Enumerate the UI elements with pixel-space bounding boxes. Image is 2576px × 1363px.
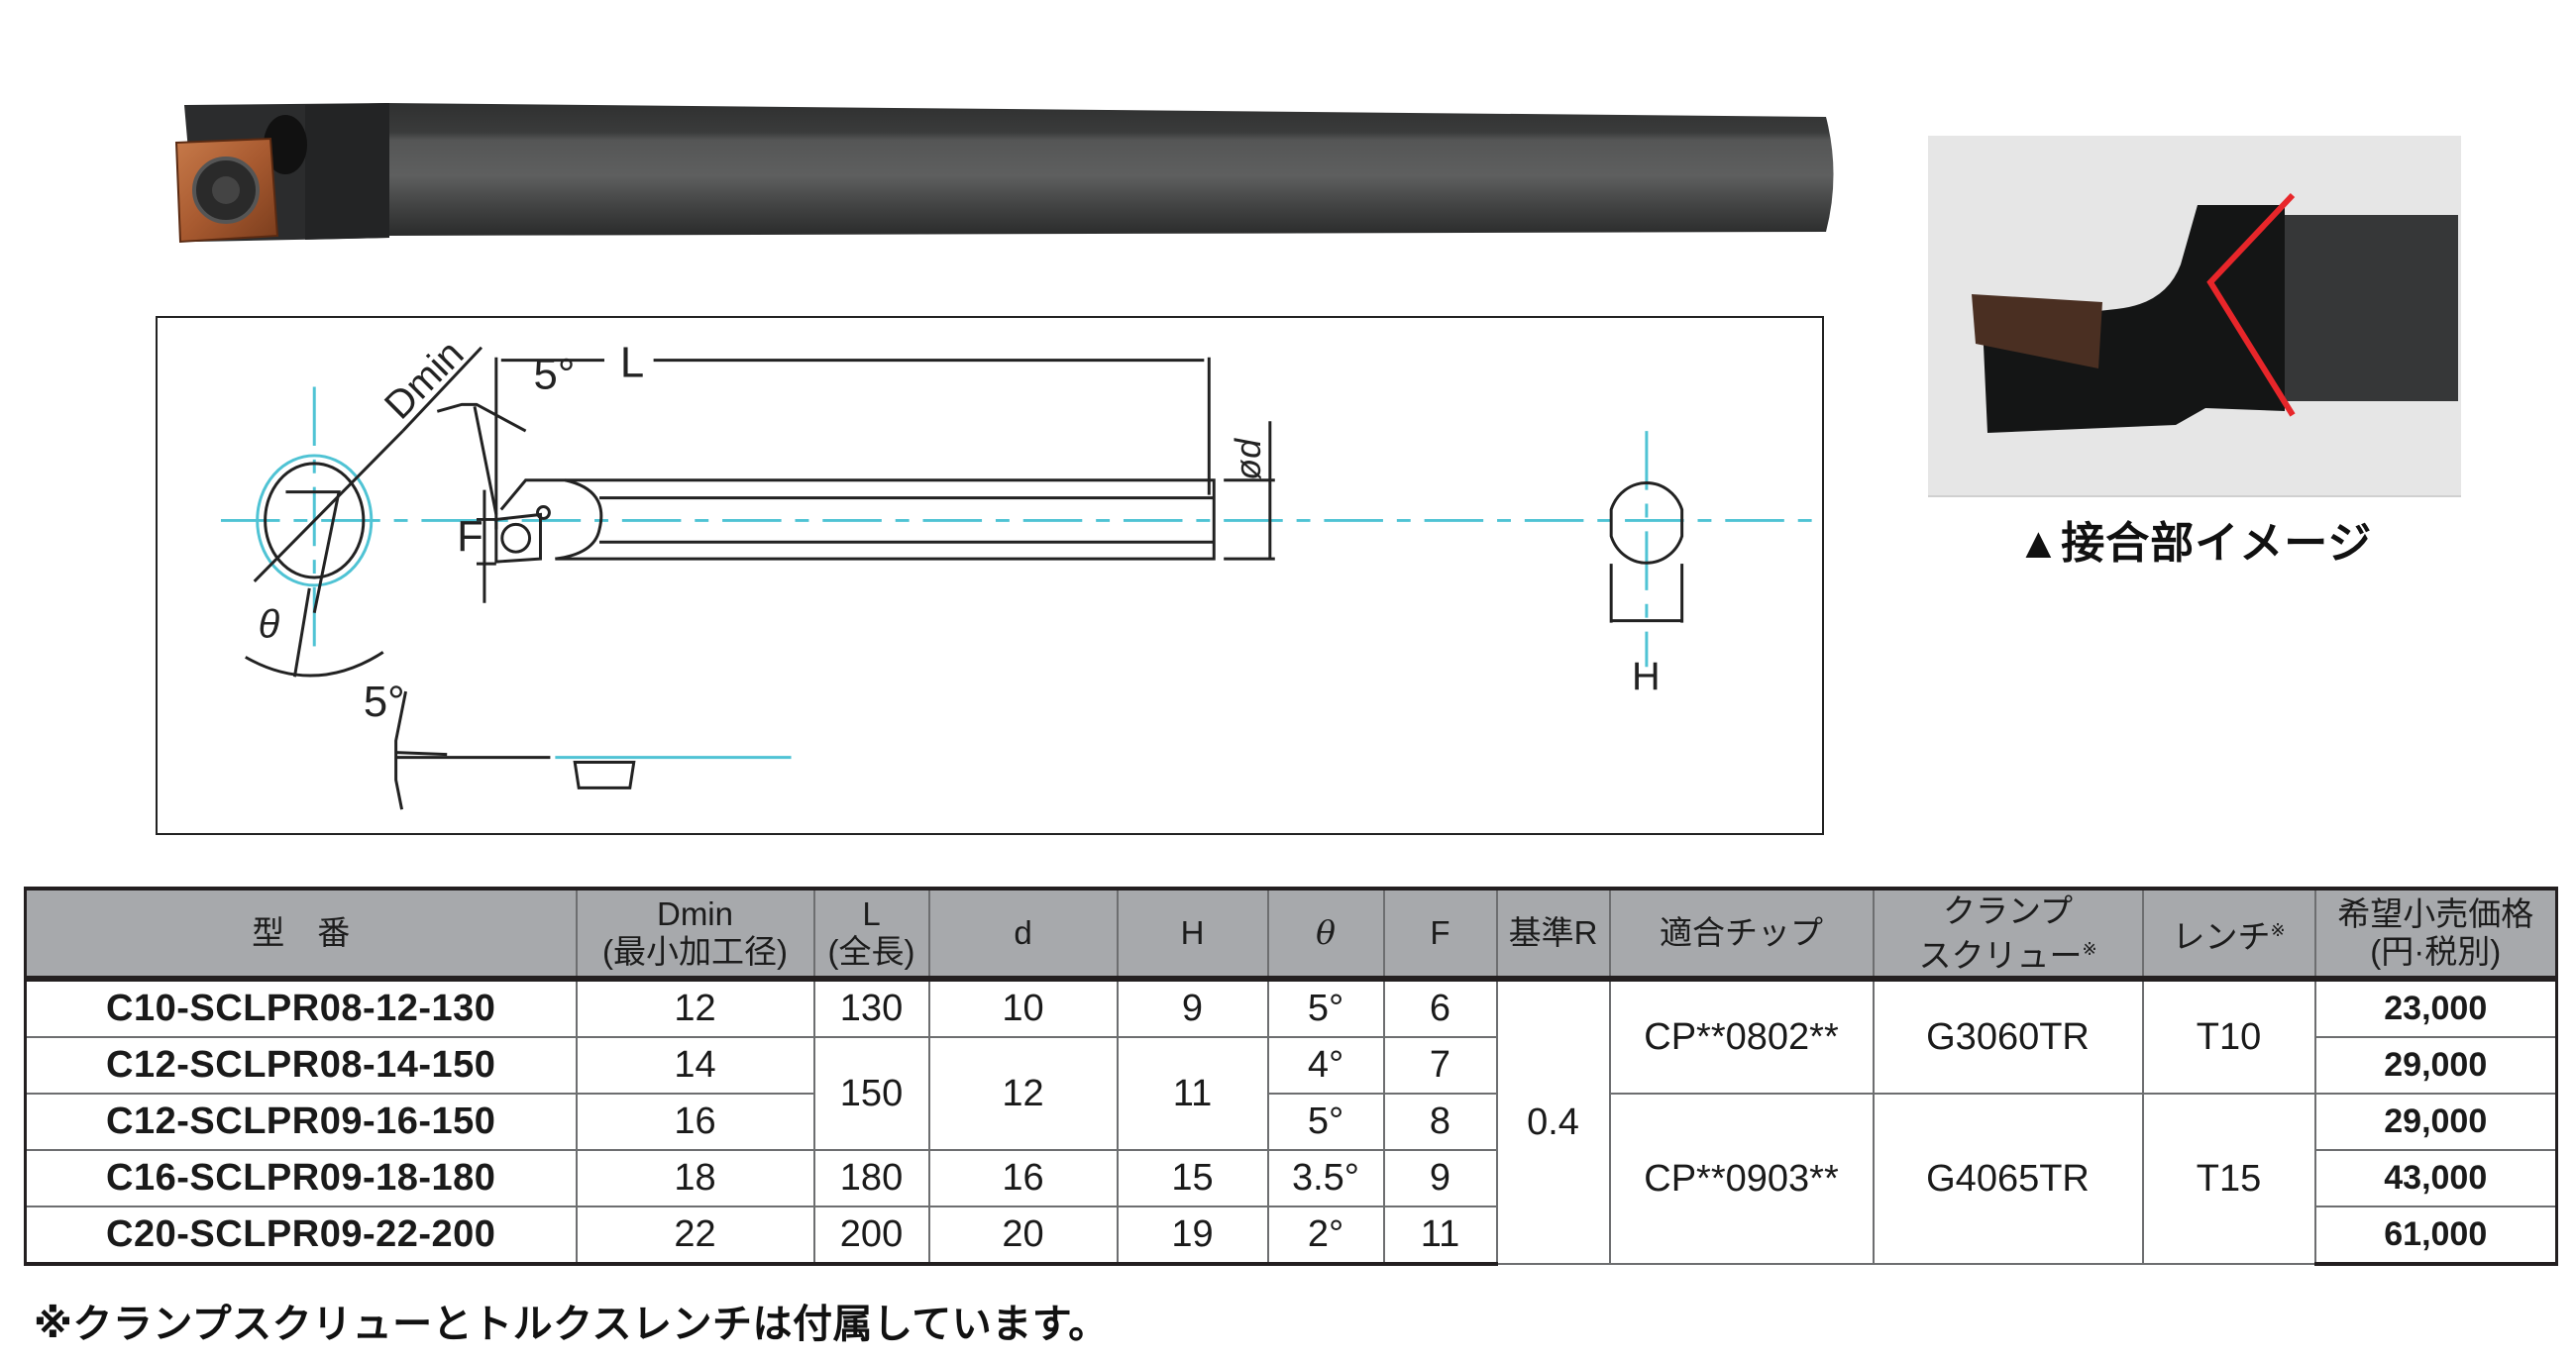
cell-tip: CP**0802** bbox=[1608, 978, 1875, 1095]
cell-price: 43,000 bbox=[2313, 1149, 2558, 1207]
cell-model: C10-SCLPR08-12-130 bbox=[24, 978, 578, 1038]
dim-label-angle-top: 5° bbox=[534, 350, 576, 398]
cell-dmin: 18 bbox=[575, 1149, 815, 1207]
cell-d: 12 bbox=[927, 1036, 1119, 1151]
cell-theta: 5° bbox=[1266, 978, 1385, 1038]
table-header-row: 型 番 Dmin (最小加工径) L (全長) d H θ F 基準R 適合チッ… bbox=[24, 888, 2558, 982]
table-row: C12-SCLPR09-16-150 16 5° 8 CP**0903** G4… bbox=[24, 1093, 2558, 1265]
cell-f: 8 bbox=[1382, 1093, 1498, 1151]
cell-f: 11 bbox=[1382, 1206, 1498, 1266]
header-h: H bbox=[1116, 888, 1269, 982]
cell-d: 10 bbox=[927, 978, 1119, 1038]
table-row: C12-SCLPR08-14-150 14 150 12 11 4° 7 29,… bbox=[24, 1036, 2558, 1151]
spec-table: 型 番 Dmin (最小加工径) L (全長) d H θ F 基準R 適合チッ… bbox=[24, 887, 2558, 1266]
cell-model: C12-SCLPR08-14-150 bbox=[24, 1036, 578, 1095]
cell-dmin: 16 bbox=[575, 1093, 815, 1151]
cell-length: 180 bbox=[812, 1149, 930, 1207]
cell-length: 200 bbox=[812, 1206, 930, 1266]
cell-dmin: 12 bbox=[575, 978, 815, 1038]
cell-theta: 5° bbox=[1266, 1093, 1385, 1151]
cell-price: 29,000 bbox=[2313, 1093, 2558, 1151]
cell-wrench: T10 bbox=[2141, 978, 2316, 1095]
joint-photo bbox=[1928, 136, 2461, 497]
cell-theta: 4° bbox=[1266, 1036, 1385, 1095]
boring-bar-photo bbox=[166, 95, 1841, 244]
dimension-drawing: L 5° 5° F H θ Dmin ød bbox=[156, 316, 1824, 835]
dim-label-F: F bbox=[457, 512, 483, 561]
joint-caption: ▲接合部イメージ bbox=[2016, 519, 2373, 568]
cell-clamp-screw: G3060TR bbox=[1872, 978, 2144, 1095]
cell-dmin: 22 bbox=[575, 1206, 815, 1266]
dim-label-phi-d: ød bbox=[1229, 438, 1268, 480]
dim-label-L: L bbox=[620, 339, 644, 387]
cell-length: 130 bbox=[812, 978, 930, 1038]
header-model: 型 番 bbox=[24, 888, 578, 982]
header-wrench: レンチ※ bbox=[2141, 888, 2316, 982]
cell-tip: CP**0903** bbox=[1608, 1093, 1875, 1265]
cell-h: 9 bbox=[1116, 978, 1269, 1038]
header-theta: θ bbox=[1266, 888, 1385, 982]
header-f: F bbox=[1382, 888, 1498, 982]
cell-model: C20-SCLPR09-22-200 bbox=[24, 1206, 578, 1266]
header-dmin: Dmin (最小加工径) bbox=[575, 888, 815, 982]
header-base-r: 基準R bbox=[1495, 888, 1611, 982]
dim-label-angle-bottom: 5° bbox=[364, 678, 405, 726]
dim-label-H: H bbox=[1632, 655, 1661, 698]
dim-label-dmin: Dmin bbox=[376, 332, 473, 428]
cell-h: 11 bbox=[1116, 1036, 1269, 1151]
header-tip: 適合チップ bbox=[1608, 888, 1875, 982]
cell-model: C12-SCLPR09-16-150 bbox=[24, 1093, 578, 1151]
footnote: ※クランプスクリューとトルクスレンチは付属しています。 bbox=[34, 1303, 1109, 1346]
header-length: L (全長) bbox=[812, 888, 930, 982]
cell-h: 15 bbox=[1116, 1149, 1269, 1207]
table-row: C16-SCLPR09-18-180 18 180 16 15 3.5° 9 4… bbox=[24, 1149, 2558, 1207]
cell-theta: 3.5° bbox=[1266, 1149, 1385, 1207]
cell-f: 7 bbox=[1382, 1036, 1498, 1095]
cell-h: 19 bbox=[1116, 1206, 1269, 1266]
header-price: 希望小売価格 (円·税別) bbox=[2313, 888, 2558, 982]
cell-f: 6 bbox=[1382, 978, 1498, 1038]
cell-d: 20 bbox=[927, 1206, 1119, 1266]
cell-clamp-screw: G4065TR bbox=[1872, 1093, 2144, 1265]
cell-base-r: 0.4 bbox=[1495, 978, 1611, 1265]
header-clamp-screw: クランプ スクリュー※ bbox=[1872, 888, 2144, 982]
cell-price: 61,000 bbox=[2313, 1206, 2558, 1266]
cell-theta: 2° bbox=[1266, 1206, 1385, 1266]
table-row: C20-SCLPR09-22-200 22 200 20 19 2° 11 61… bbox=[24, 1206, 2558, 1266]
cell-f: 9 bbox=[1382, 1149, 1498, 1207]
cell-price: 23,000 bbox=[2313, 978, 2558, 1038]
cell-price: 29,000 bbox=[2313, 1036, 2558, 1095]
cell-wrench: T15 bbox=[2141, 1093, 2316, 1265]
cell-d: 16 bbox=[927, 1149, 1119, 1207]
dim-label-theta: θ bbox=[259, 603, 280, 647]
cell-model: C16-SCLPR09-18-180 bbox=[24, 1149, 578, 1207]
cell-length: 150 bbox=[812, 1036, 930, 1151]
table-row: C10-SCLPR08-12-130 12 130 10 9 5° 6 0.4 … bbox=[24, 978, 2558, 1265]
cell-dmin: 14 bbox=[575, 1036, 815, 1095]
header-d: d bbox=[927, 888, 1119, 982]
